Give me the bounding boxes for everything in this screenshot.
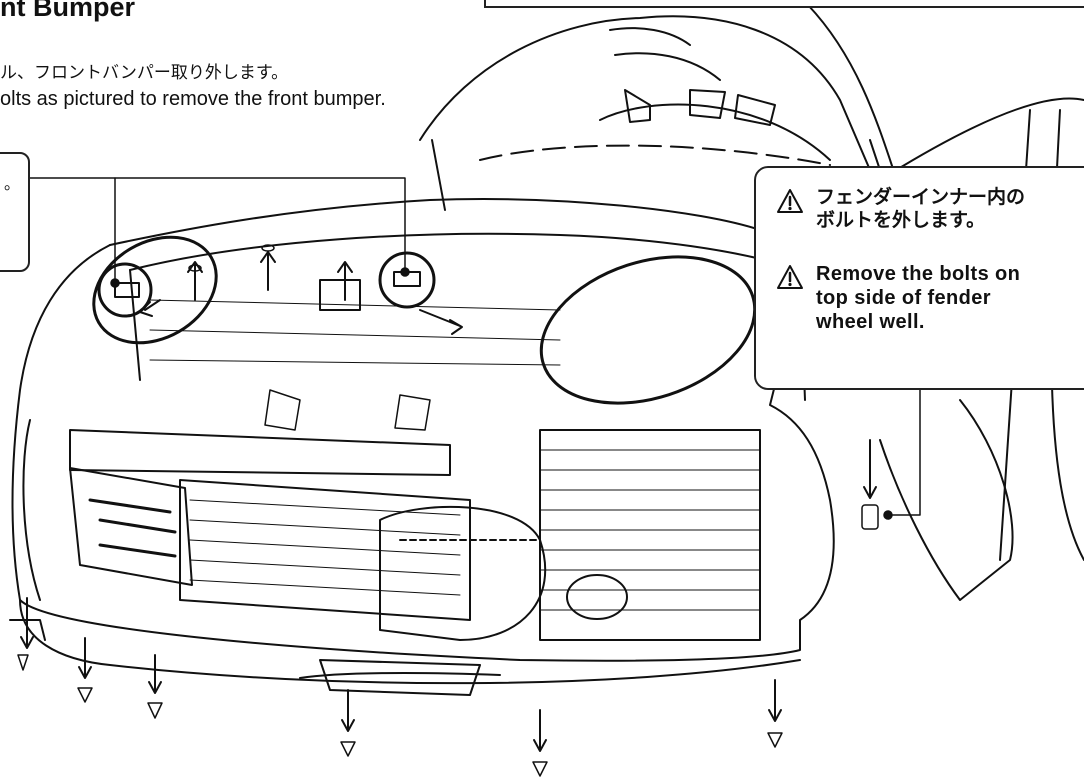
page-title: nt Bumper bbox=[0, 0, 135, 22]
leader-lines bbox=[25, 177, 921, 520]
radiator bbox=[69, 299, 761, 641]
headlight-outlines bbox=[92, 235, 757, 405]
top-note-box bbox=[484, 0, 1084, 8]
detail-circles bbox=[97, 251, 436, 318]
callout-text-en: Remove the bolts on top side of fender w… bbox=[816, 263, 1021, 333]
warning-triangle-icon bbox=[777, 265, 803, 289]
hood-strut bbox=[431, 139, 446, 211]
callout-row-ja: フェンダーインナー内の ボルトを外します。 bbox=[776, 186, 1025, 232]
instruction-ja: ル、フロントバンパー取り外します。 bbox=[0, 63, 289, 83]
callout-text-ja: フェンダーインナー内の ボルトを外します。 bbox=[816, 186, 1026, 231]
left-callout-text: 。 bbox=[4, 174, 21, 193]
fender-bolt-callout: フェンダーインナー内の ボルトを外します。 Remove the bolts o… bbox=[754, 166, 1084, 390]
license-plate-bracket bbox=[69, 467, 193, 586]
callout-row-en: Remove the bolts on top side of fender w… bbox=[776, 262, 1020, 334]
instruction-en: olts as pictured to remove the front bum… bbox=[0, 88, 386, 110]
arrows-and-bolts bbox=[17, 244, 879, 777]
bumper bbox=[9, 198, 861, 696]
warning-triangle-icon bbox=[777, 189, 803, 213]
left-callout-box: 。 bbox=[0, 152, 30, 272]
